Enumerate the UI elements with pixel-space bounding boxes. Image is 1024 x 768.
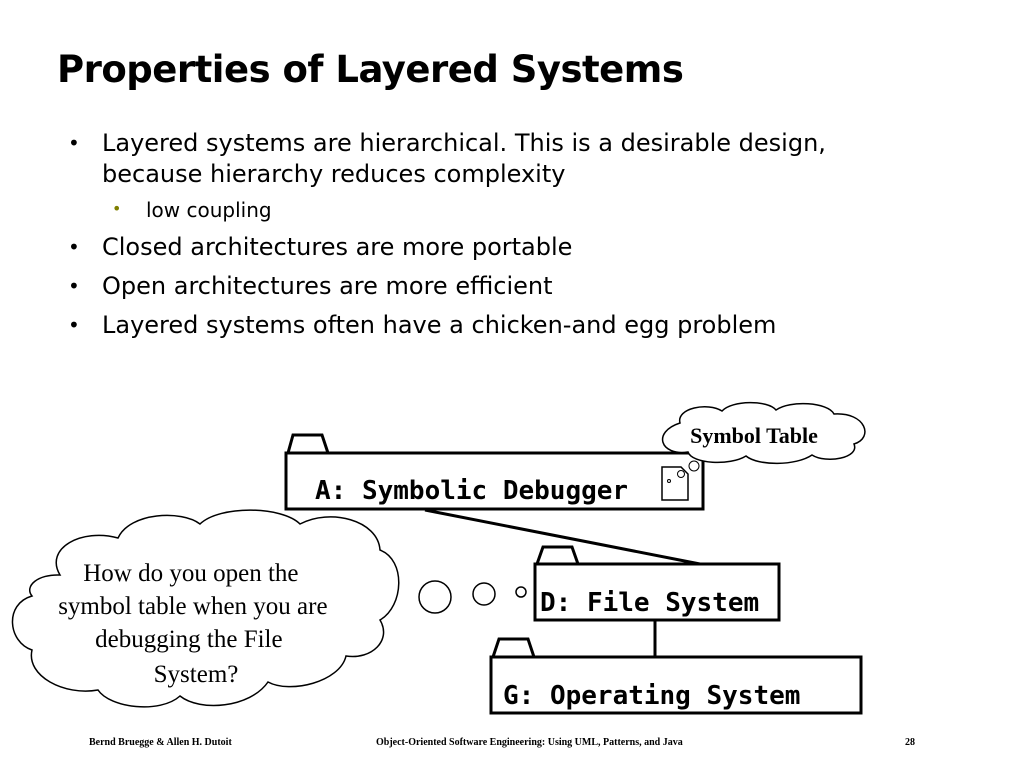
package-body bbox=[533, 562, 781, 622]
question-text: How do you open the symbol table when yo… bbox=[58, 560, 334, 688]
question-line: debugging the File bbox=[95, 626, 282, 653]
thought-bubble-icon bbox=[472, 582, 496, 606]
question-line: How do you open the bbox=[83, 560, 298, 587]
thought-bubble-icon bbox=[418, 580, 452, 614]
slide-title: Properties of Layered Systems bbox=[57, 48, 684, 91]
footer-book-title: Object-Oriented Software Engineering: Us… bbox=[376, 737, 683, 748]
cloud-shape bbox=[661, 401, 866, 465]
footer-page-number: 28 bbox=[905, 737, 915, 748]
sub-bullet-text: low coupling bbox=[146, 198, 272, 222]
question-line: System? bbox=[154, 661, 239, 688]
bullet-icon: • bbox=[68, 131, 80, 155]
package-label-g: G: Operating System bbox=[503, 681, 800, 711]
bullet-text: Closed architectures are more portable bbox=[102, 233, 573, 261]
bullet-icon: • bbox=[68, 274, 80, 298]
package-a-symbolic-debugger: A: Symbolic Debugger bbox=[284, 433, 705, 511]
bullet-text: Open architectures are more efficient bbox=[102, 272, 553, 300]
package-label-d: D: File System bbox=[540, 588, 759, 618]
package-tab bbox=[286, 433, 330, 454]
symbol-table-cloud: Symbol Table bbox=[661, 401, 866, 465]
bullet-item: • Layered systems are hierarchical. This… bbox=[68, 128, 948, 190]
package-g-operating-system: G: Operating System bbox=[489, 637, 863, 715]
bullet-text: Layered systems often have a chicken-and… bbox=[102, 311, 777, 339]
bubble-icon bbox=[667, 479, 671, 483]
bubble-icon bbox=[677, 470, 685, 478]
bullet-list: • Layered systems are hierarchical. This… bbox=[68, 128, 948, 349]
bullet-item: • Layered systems often have a chicken-a… bbox=[68, 310, 948, 341]
sub-bullet-icon: • bbox=[112, 199, 122, 218]
bullet-text-line: because hierarchy reduces complexity bbox=[102, 160, 566, 188]
question-line: symbol table when you are bbox=[58, 593, 327, 620]
package-body bbox=[284, 451, 705, 511]
dependency-line-a-d bbox=[424, 508, 701, 566]
package-tab bbox=[491, 637, 536, 658]
bullet-icon: • bbox=[68, 313, 80, 337]
package-d-file-system: D: File System bbox=[533, 545, 781, 622]
bullet-text-line: Layered systems are hierarchical. This i… bbox=[102, 129, 826, 157]
package-label-a: A: Symbolic Debugger bbox=[315, 476, 628, 506]
bullet-icon: • bbox=[68, 235, 80, 259]
package-tab bbox=[535, 545, 580, 565]
symbol-table-label: Symbol Table bbox=[690, 423, 818, 448]
bubble-icon bbox=[688, 460, 700, 472]
question-cloud: How do you open the symbol table when yo… bbox=[11, 509, 400, 708]
thought-bubble-icon bbox=[515, 586, 527, 598]
bullet-item: • Open architectures are more efficient bbox=[68, 271, 948, 302]
sub-bullet-item: • low coupling bbox=[68, 196, 948, 224]
cloud-shape bbox=[11, 509, 400, 708]
bullet-item: • Closed architectures are more portable bbox=[68, 232, 948, 263]
package-body bbox=[489, 655, 863, 715]
footer-authors: Bernd Bruegge & Allen H. Dutoit bbox=[89, 737, 232, 748]
